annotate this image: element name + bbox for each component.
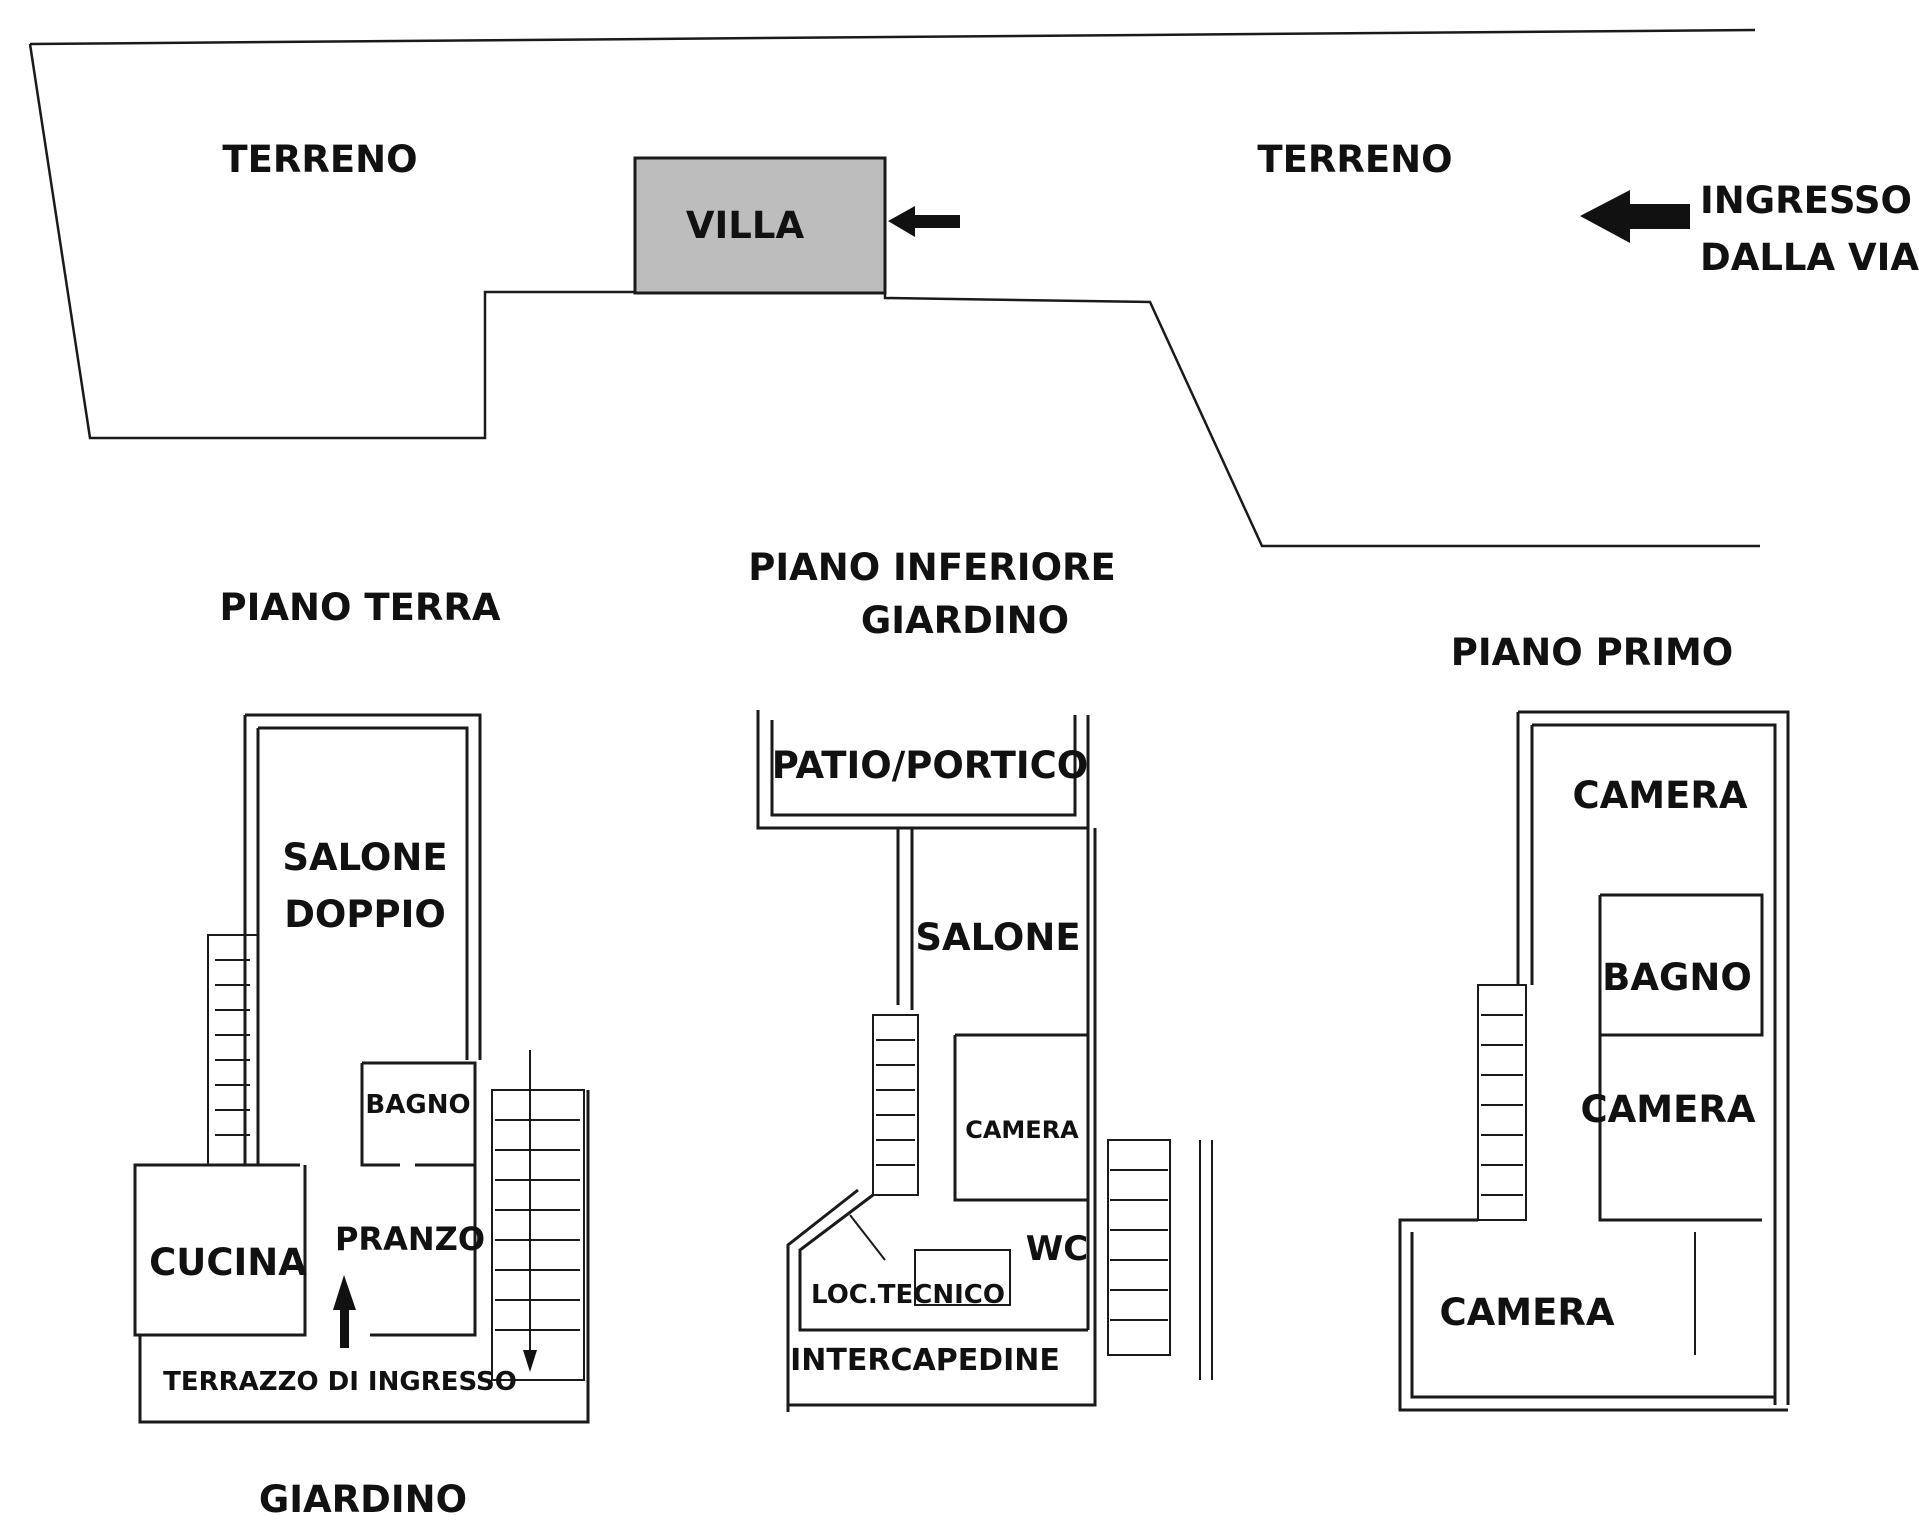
piano-inferiore-plan xyxy=(756,710,1213,1412)
patio-portico-label: PATIO/PORTICO xyxy=(772,744,1088,787)
salone-doppio-label-line1: SALONE xyxy=(282,836,447,879)
arrow-left-icon xyxy=(888,206,960,237)
salone-label: SALONE xyxy=(915,916,1080,959)
site-plan xyxy=(28,28,1760,548)
terreno-left-label: TERRENO xyxy=(222,138,417,181)
lot-boundary-left xyxy=(28,43,1760,548)
piano-terra-title: PIANO TERRA xyxy=(220,586,501,629)
piano-inferiore-title-line1: PIANO INFERIORE xyxy=(748,546,1116,589)
piano-inferiore-title-line2: GIARDINO xyxy=(861,599,1069,642)
villa-building xyxy=(633,156,887,295)
piano-primo-plan xyxy=(1398,710,1790,1412)
bagno-label: BAGNO xyxy=(365,1090,470,1120)
arrow-left-icon xyxy=(1580,190,1690,243)
intercapedine-label: INTERCAPEDINE xyxy=(790,1343,1060,1378)
camera-top-label: CAMERA xyxy=(1572,774,1747,817)
lot-boundary xyxy=(29,28,1756,46)
salone-doppio-label-line2: DOPPIO xyxy=(284,893,446,936)
wc-label: WC xyxy=(1026,1229,1088,1269)
villa-label: VILLA xyxy=(686,204,805,247)
terreno-right-label: TERRENO xyxy=(1257,138,1452,181)
bagno-primo-label: BAGNO xyxy=(1602,956,1752,999)
camera-mid-label: CAMERA xyxy=(1580,1088,1755,1131)
camera-bottom-label: CAMERA xyxy=(1439,1291,1614,1334)
loc-tecnico-label: LOC.TECNICO xyxy=(811,1280,1005,1310)
terrazzo-label: TERRAZZO DI INGRESSO xyxy=(163,1367,517,1397)
giardino-label: GIARDINO xyxy=(259,1478,467,1521)
camera-label: CAMERA xyxy=(965,1116,1079,1144)
arrow-up-icon xyxy=(333,1275,356,1348)
pranzo-label: PRANZO xyxy=(335,1220,485,1258)
piano-terra-plan xyxy=(133,713,590,1424)
piano-primo-title: PIANO PRIMO xyxy=(1451,631,1733,674)
cucina-label: CUCINA xyxy=(149,1241,307,1284)
arrow-down-icon xyxy=(523,1350,537,1372)
ingresso-label-line1: INGRESSO xyxy=(1700,179,1912,222)
ingresso-label-line2: DALLA VIA xyxy=(1700,236,1919,279)
